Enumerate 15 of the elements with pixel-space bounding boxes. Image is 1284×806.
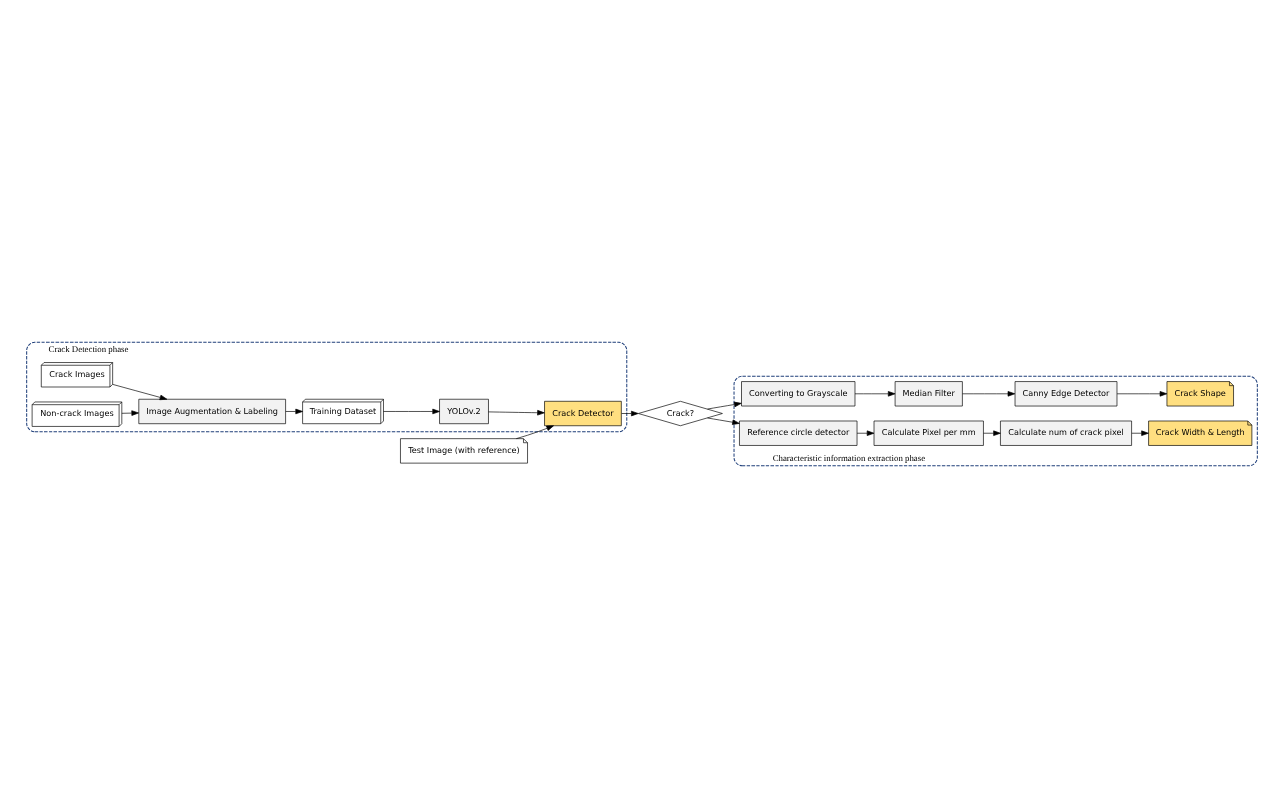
arrow <box>962 390 1016 396</box>
arrow <box>112 383 168 400</box>
arrow <box>1116 390 1168 396</box>
arrow <box>1131 429 1149 435</box>
arrow <box>707 400 742 409</box>
arrow <box>121 409 139 415</box>
arrow <box>515 424 554 438</box>
arrow <box>488 409 545 415</box>
arrow <box>854 390 896 396</box>
arrow <box>621 409 639 416</box>
arrow <box>707 416 740 424</box>
arrow <box>983 429 1001 435</box>
arrow <box>285 407 303 414</box>
arrow <box>856 429 875 435</box>
arrow <box>383 407 440 414</box>
